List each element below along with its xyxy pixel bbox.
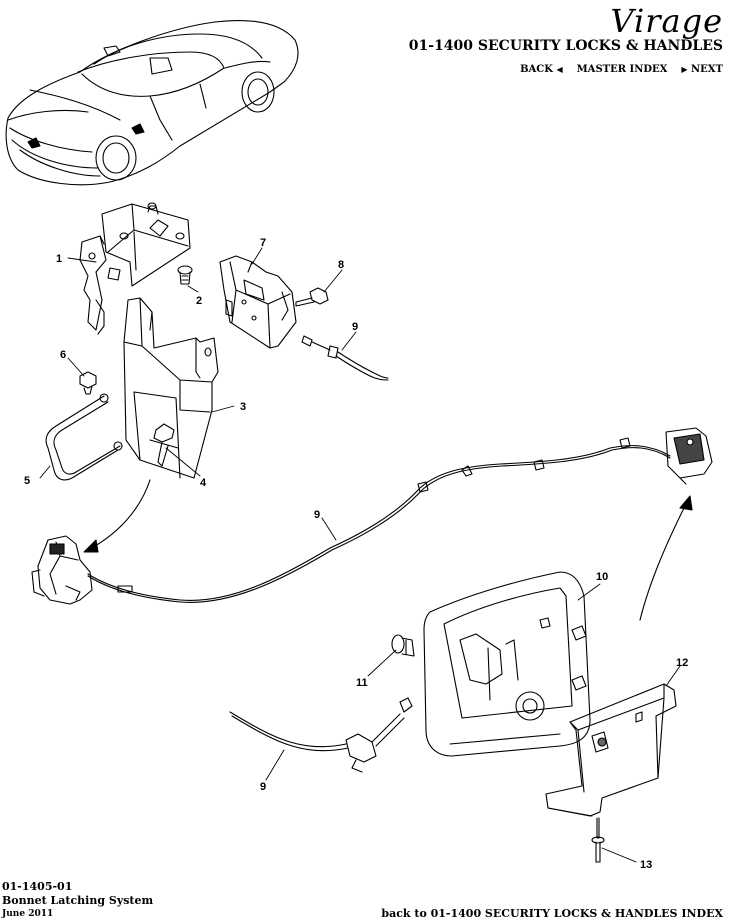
leader-lines <box>39 247 681 863</box>
part-3-support-bracket <box>123 297 219 479</box>
back-label: BACK <box>520 64 553 75</box>
callout-labels: 1 2 3 4 5 6 7 8 9 9 9 10 11 12 13 <box>24 237 688 871</box>
part-11-bolt <box>391 634 415 657</box>
arrow-to-right-latch <box>639 503 687 621</box>
callout-4: 4 <box>200 477 207 489</box>
callout-9-upper: 9 <box>352 321 358 333</box>
master-index-link[interactable]: MASTER INDEX <box>576 64 668 75</box>
callout-10: 10 <box>596 571 608 583</box>
lower-latch-left <box>31 535 93 605</box>
next-label: NEXT <box>691 64 723 75</box>
car-illustration <box>5 20 299 186</box>
arrow-to-left-latch-head <box>83 539 99 553</box>
callout-6: 6 <box>60 349 66 361</box>
arrow-to-right-latch-head <box>679 495 693 511</box>
arrow-to-left-latch <box>87 479 151 551</box>
callout-9-lower: 9 <box>260 781 266 793</box>
back-to-index-link[interactable]: back to 01-1400 SECURITY LOCKS & HANDLES… <box>381 907 723 920</box>
callout-1: 1 <box>56 253 62 265</box>
callout-7: 7 <box>260 237 266 249</box>
callout-2: 2 <box>196 295 202 307</box>
part-9-cable-lower <box>229 697 413 773</box>
callout-9-middle: 9 <box>314 509 320 521</box>
part-4-bolt <box>153 423 175 467</box>
callout-12: 12 <box>676 657 688 669</box>
back-link[interactable]: BACK ◀ <box>520 64 563 75</box>
callout-11: 11 <box>356 677 368 689</box>
part-8-bolt <box>295 287 329 307</box>
callout-13: 13 <box>640 859 652 871</box>
part-1-striker-bracket <box>79 202 191 335</box>
diagram-title: Bonnet Latching System <box>2 894 154 907</box>
part-7-latch <box>219 255 297 349</box>
navigation-bar: BACK ◀ MASTER INDEX ▶ NEXT <box>520 64 723 75</box>
part-12-bracket <box>545 683 677 817</box>
part-13-rivet <box>591 817 605 863</box>
callout-3: 3 <box>240 401 246 413</box>
lower-latch-right <box>665 427 713 485</box>
diagram-code: 01-1405-01 <box>2 880 73 893</box>
part-9-cable <box>87 437 671 603</box>
diagram-date: June 2011 <box>2 909 54 919</box>
next-link[interactable]: ▶ NEXT <box>681 64 723 75</box>
part-9-cable-end-upper <box>301 335 389 381</box>
triangle-left-icon: ◀ <box>556 64 563 74</box>
part-2-screw <box>177 265 193 285</box>
part-10-housing <box>423 571 591 757</box>
callout-8: 8 <box>338 259 344 271</box>
part-5-u-strap <box>45 393 123 481</box>
section-title: 01-1400 SECURITY LOCKS & HANDLES <box>408 38 723 54</box>
virage-logo: Virage <box>610 2 723 40</box>
triangle-right-icon: ▶ <box>681 64 688 74</box>
part-6-screw <box>79 371 97 395</box>
callout-5: 5 <box>24 475 30 487</box>
